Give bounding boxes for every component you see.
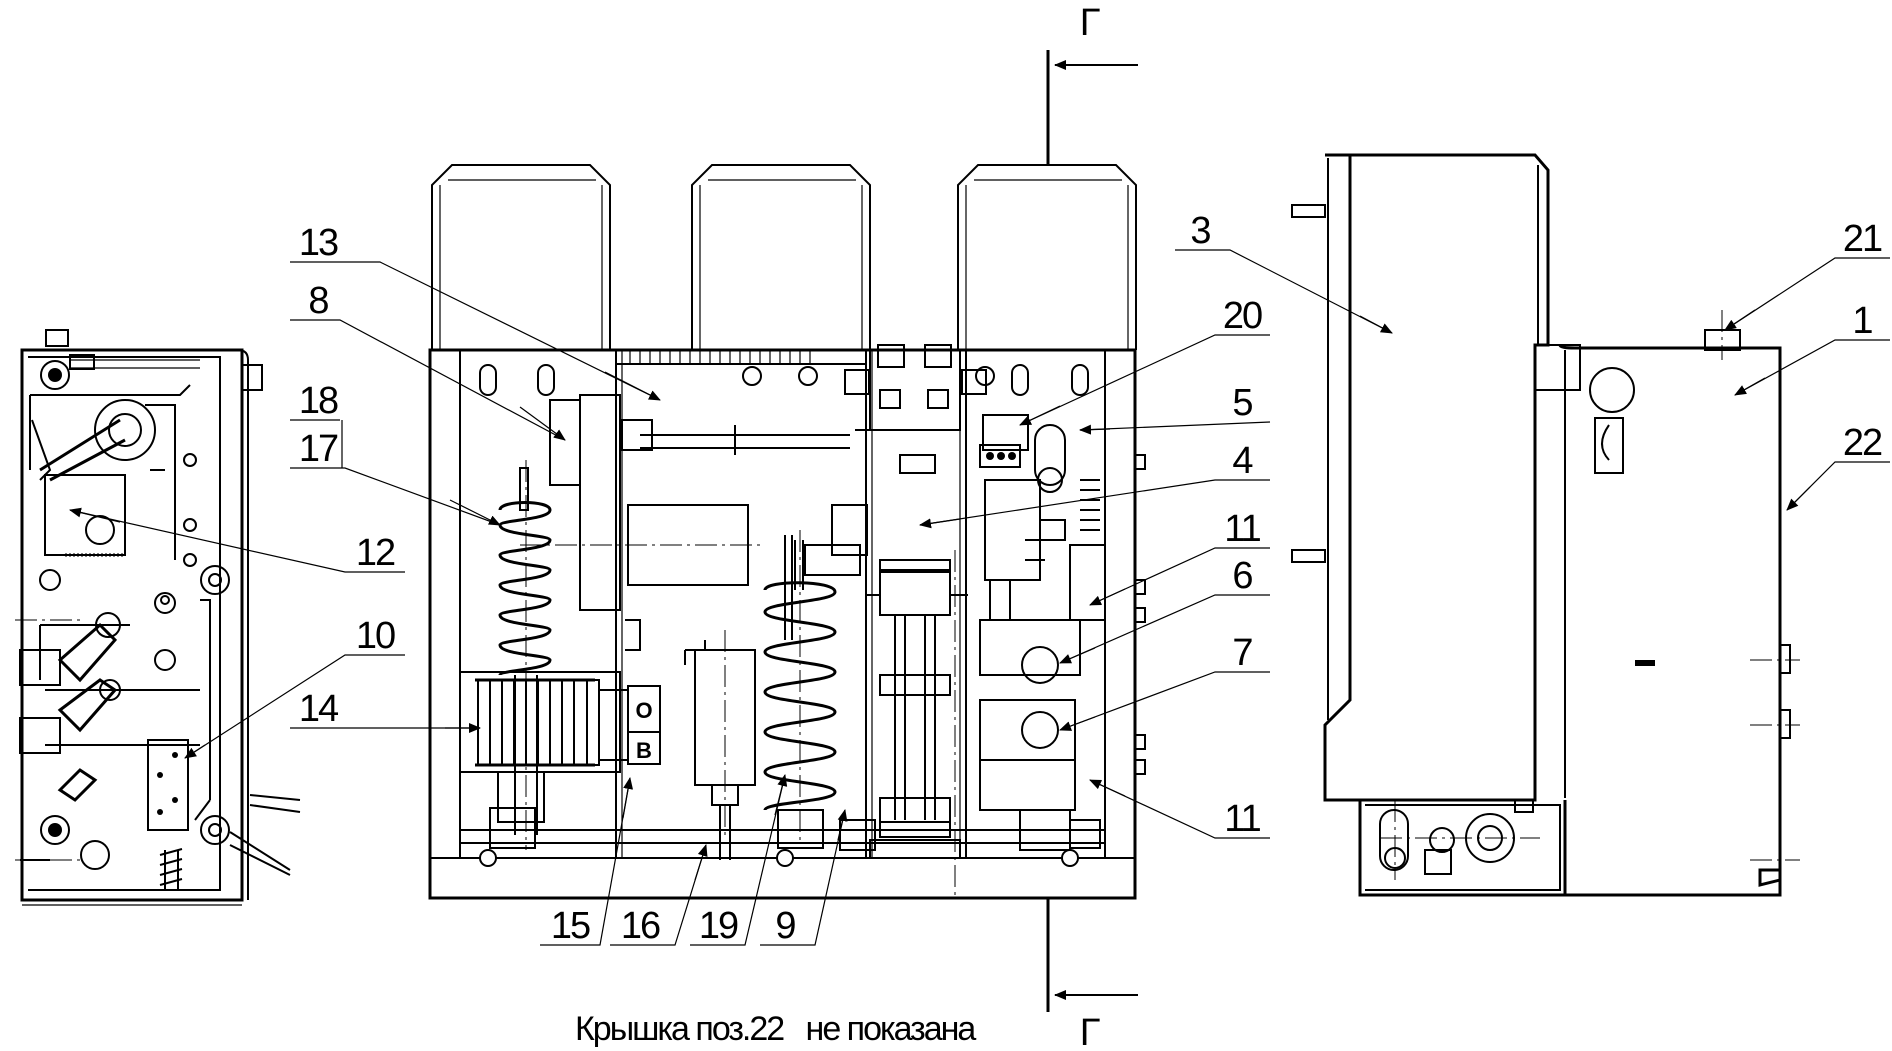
front-view: О В [428,164,1146,900]
callout-3: 3 [1190,210,1210,252]
callout-22: 22 [1843,422,1882,464]
open-button-label: О [635,698,652,723]
section-line: Г Г [1046,2,1138,1051]
callout-11-lower: 11 [1224,798,1260,840]
callout-14: 14 [299,688,339,730]
callout-21: 21 [1843,218,1882,260]
callout-8: 8 [308,280,328,322]
callout-12: 12 [356,532,395,574]
callout-20: 20 [1223,295,1262,337]
close-button-label: В [636,738,652,763]
spring-19 [763,581,837,812]
callout-labels: 13 8 18 17 12 10 14 15 16 19 9 20 5 4 11… [299,210,1884,947]
spring-17 [498,501,552,677]
callout-5: 5 [1232,382,1252,424]
callout-18: 18 [299,380,338,422]
spring-right [1080,479,1100,531]
callout-10: 10 [356,615,395,657]
callout-16: 16 [621,905,660,947]
right-side-view [1291,153,1800,897]
callout-13: 13 [299,222,338,264]
callout-11-upper: 11 [1224,508,1260,550]
callout-19: 19 [699,905,738,947]
top-slots [479,364,1089,396]
coil-14 [475,678,600,767]
drawing-caption: Крышка поз.22 не показана [575,1010,976,1048]
callout-17: 17 [299,428,338,470]
section-label-top: Г [1080,2,1101,44]
left-side-view [15,329,301,906]
callout-9: 9 [775,905,795,947]
leader-lines [69,249,1890,946]
section-label-bottom: Г [1080,1012,1101,1051]
callout-7: 7 [1232,632,1252,674]
callout-6: 6 [1232,555,1252,597]
callout-1: 1 [1852,300,1872,342]
callout-4: 4 [1232,440,1253,482]
callout-15: 15 [551,905,590,947]
